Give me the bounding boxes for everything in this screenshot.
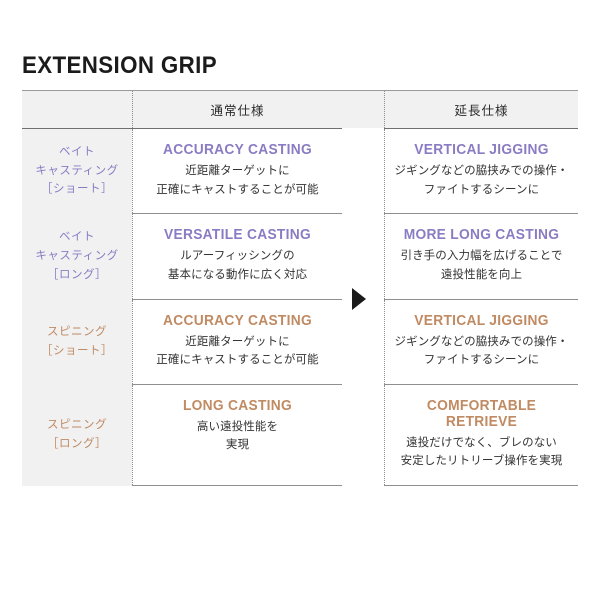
- spec-title: LONG CASTING: [182, 397, 293, 414]
- row-label-line: キャスティング: [35, 164, 119, 177]
- spec-description-line: 正確にキャストすることが可能: [156, 354, 319, 367]
- spec-title: VERTICAL JIGGING: [414, 312, 549, 329]
- normal-spec-cell: LONG CASTING 高い遠投性能を実現: [132, 384, 342, 485]
- spec-description-line: 実現: [225, 439, 250, 452]
- row-label-line: ［ショート］: [41, 183, 113, 196]
- row-label-line: スピニング: [47, 419, 107, 432]
- spec-description: 引き手の入力幅を広げることで遠投性能を向上: [391, 247, 572, 284]
- table-row: ベイトキャスティング ［ロング］ VERSATILE CASTING ルアーフィッシン…: [22, 214, 578, 299]
- spec-description: 近距離ターゲットに正確にキャストすることが可能: [139, 162, 336, 199]
- page-title: EXTENSION GRIP: [22, 52, 217, 79]
- table-row: スピニング ［ショート］ ACCURACY CASTING 近距離ターゲットに正確にキ…: [22, 299, 578, 384]
- spec-description-line: 引き手の入力幅を広げることで: [400, 250, 563, 263]
- extension-spec-cell: MORE LONG CASTING 引き手の入力幅を広げることで遠投性能を向上: [384, 214, 578, 299]
- spec-title: MORE LONG CASTING: [403, 227, 560, 244]
- spec-description-line: ルアーフィッシングの: [180, 250, 295, 263]
- gap-cell: [342, 129, 384, 214]
- row-separator: [22, 485, 578, 486]
- gap-cell: [342, 384, 384, 485]
- gap-cell: [342, 299, 384, 384]
- spec-description-line: 安定したリトリーブ操作を実現: [400, 455, 563, 468]
- row-label-line: ［ロング］: [47, 437, 107, 450]
- spec-description: 高い遠投性能を実現: [139, 418, 336, 455]
- spec-description-line: ファイトするシーンに: [423, 354, 540, 367]
- row-label-line: ［ショート］: [41, 344, 113, 357]
- spec-description: 遠投だけでなく、ブレのない安定したリトリーブ操作を実現: [391, 434, 572, 471]
- spec-description-line: ジギングなどの脇挟みでの操作・: [394, 335, 569, 348]
- row-label-cell: スピニング ［ロング］: [22, 384, 132, 485]
- spec-description-line: 基本になる動作に広く対応: [167, 268, 308, 281]
- row-label-cell: ベイトキャスティング ［ショート］: [22, 129, 132, 214]
- spec-description-line: ファイトするシーンに: [423, 183, 540, 196]
- normal-spec-cell: VERSATILE CASTING ルアーフィッシングの基本になる動作に広く対応: [132, 214, 342, 299]
- header-cell-normal: 通常仕様: [132, 90, 342, 128]
- extension-spec-cell: COMFORTABLE RETRIEVE 遠投だけでなく、ブレのない安定したリトリ…: [384, 384, 578, 485]
- extension-spec-cell: VERTICAL JIGGING ジギングなどの脇挟みでの操作・ファイトするシーン…: [384, 299, 578, 384]
- normal-spec-cell: ACCURACY CASTING 近距離ターゲットに正確にキャストすることが可能: [132, 299, 342, 384]
- spec-description-line: 近距離ターゲットに: [185, 335, 290, 348]
- row-label-cell: ベイトキャスティング ［ロング］: [22, 214, 132, 299]
- row-label-line: ［ロング］: [47, 268, 107, 281]
- spec-title: COMFORTABLE RETRIEVE: [426, 397, 537, 430]
- spec-description: 近距離ターゲットに正確にキャストすることが可能: [139, 333, 336, 370]
- row-separator: [22, 213, 578, 215]
- table-row: ベイトキャスティング ［ショート］ ACCURACY CASTING 近距離ターゲット…: [22, 129, 578, 214]
- spec-description: ジギングなどの脇挟みでの操作・ファイトするシーンに: [391, 333, 572, 370]
- gap-cell: [342, 214, 384, 299]
- triangle-right-icon: [352, 288, 366, 310]
- comparison-table: 通常仕様 延長仕様 ベイトキャスティング［ショート］ACCURACY CASTI…: [22, 90, 578, 486]
- spec-description: ルアーフィッシングの基本になる動作に広く対応: [139, 247, 336, 284]
- row-label-line: スピニング: [47, 326, 107, 338]
- header-cell-extension: 延長仕様: [384, 90, 578, 128]
- table-top-border: [22, 90, 578, 91]
- normal-spec-cell: ACCURACY CASTING 近距離ターゲットに正確にキャストすることが可能: [132, 129, 342, 214]
- spec-description-line: 正確にキャストすることが可能: [156, 183, 319, 196]
- spec-title: ACCURACY CASTING: [163, 312, 312, 329]
- spec-title: VERSATILE CASTING: [164, 227, 311, 244]
- header-cell-label: [22, 90, 132, 128]
- extension-spec-cell: VERTICAL JIGGING ジギングなどの脇挟みでの操作・ファイトするシーン…: [384, 129, 578, 214]
- table-header-row: 通常仕様 延長仕様: [22, 90, 578, 128]
- header-cell-gap: [342, 90, 384, 128]
- row-label-line: ベイト: [59, 231, 95, 244]
- spec-description: ジギングなどの脇挟みでの操作・ファイトするシーンに: [391, 162, 572, 199]
- spec-description-line: 遠投性能を向上: [440, 268, 523, 281]
- rule-under-header: [22, 128, 578, 129]
- spec-description-line: ジギングなどの脇挟みでの操作・: [394, 165, 569, 177]
- spec-description-line: 近距離ターゲットに: [185, 165, 290, 177]
- row-label-line: キャスティング: [35, 250, 119, 263]
- table-row: スピニング ［ロング］ LONG CASTING 高い遠投性能を実現 COMFORTAB…: [22, 384, 578, 485]
- row-label-line: ベイト: [59, 146, 95, 159]
- row-separator: [22, 298, 578, 300]
- spec-description-line: 遠投だけでなく、ブレのない: [406, 436, 557, 449]
- spec-title: VERTICAL JIGGING: [414, 142, 549, 158]
- spec-description-line: 高い遠投性能を: [196, 420, 279, 433]
- spec-title: ACCURACY CASTING: [163, 142, 312, 158]
- row-separator: [22, 383, 578, 385]
- row-label-cell: スピニング ［ショート］: [22, 299, 132, 384]
